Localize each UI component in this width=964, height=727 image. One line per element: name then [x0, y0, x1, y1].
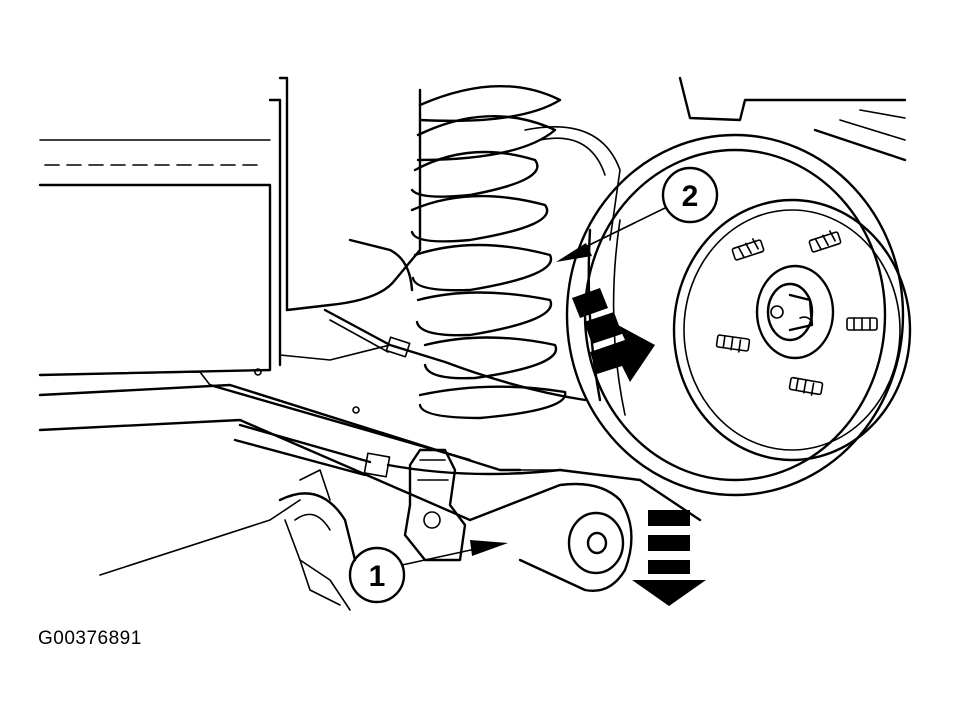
wheel-studs [715, 230, 878, 396]
wheel-stud [715, 334, 751, 353]
lower-control-arm [468, 468, 702, 592]
coil-spring [410, 84, 567, 420]
brake-cable [233, 308, 587, 478]
wheel-stud [808, 230, 842, 253]
callout-1-number: 1 [369, 560, 386, 593]
brake-drum [565, 133, 912, 497]
arrow-lower-arm-down [632, 510, 706, 606]
wheel-hub [755, 264, 835, 360]
callout-1: 1 [348, 540, 508, 604]
wheel-stud [846, 317, 878, 331]
shock-absorber [348, 126, 621, 292]
figure-id: G00376891 [38, 628, 142, 649]
callout-2-number: 2 [682, 180, 699, 213]
body-panel [38, 76, 289, 386]
knuckle [99, 469, 357, 611]
wheel-stud [731, 238, 765, 261]
callout-2: 2 [556, 166, 719, 262]
wheel-stud [788, 376, 824, 396]
arrow-rotor-removal [572, 288, 655, 382]
upper-bodywork [678, 76, 907, 162]
cable-bracket [403, 448, 467, 562]
